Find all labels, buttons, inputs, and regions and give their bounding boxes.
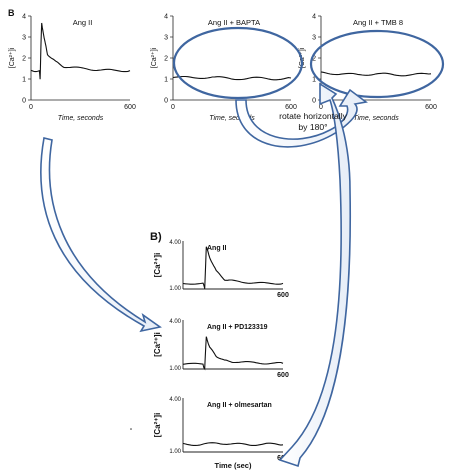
angii-to-pd123319-arrow [40, 137, 162, 333]
bottom-panel-2: 4.00 1.00 600 [Ca²⁺]i Ang II + PD123319 [153, 319, 289, 379]
y-tick-label: 0 [164, 98, 168, 105]
y-bottom-tick-label: 1.00 [169, 449, 181, 455]
trace-line [172, 75, 292, 81]
y-tick-label: 4 [312, 14, 316, 21]
bottom-panel-row: 4.00 1.00 600 [Ca²⁺]i Ang II 4.00 1.00 600 [Ca²⁺… [153, 240, 289, 470]
top-panel-letter: B [8, 8, 15, 18]
bapta-highlight-ellipse [172, 26, 304, 100]
y-tick-label: 2 [164, 56, 168, 63]
y-bottom-tick-label: 1.00 [169, 366, 181, 372]
y-axis-label: [Ca²⁺]i [153, 413, 162, 438]
y-top-tick-label: 4.00 [169, 319, 181, 325]
panel-title: Ang II + olmesartan [207, 402, 272, 409]
y-axis-label: [Ca²⁺]i [299, 47, 306, 68]
arrows-layer [40, 26, 445, 468]
y-top-tick-label: 4.00 [169, 240, 181, 246]
y-axis-label: [Ca²⁺]i [153, 253, 162, 278]
bottom-panel-letter: B) [150, 231, 162, 243]
panel-title: Ang II + PD123319 [207, 324, 268, 331]
panel-title: Ang II [207, 245, 226, 252]
y-tick-label: 0 [22, 98, 26, 105]
trace-line [182, 246, 284, 289]
y-axis-label: [Ca²⁺]i [9, 47, 16, 68]
y-tick-label: 2 [312, 56, 316, 63]
y-tick-label: 1 [312, 77, 316, 84]
y-tick-label: 0 [312, 98, 316, 105]
x-tick-label: 0 [171, 104, 175, 111]
tmb8-highlight-ellipse [309, 29, 445, 99]
x-tick-label: 600 [285, 104, 297, 111]
bottom-panel-1: 4.00 1.00 600 [Ca²⁺]i Ang II [153, 240, 289, 299]
y-bottom-tick-label: 1.00 [169, 286, 181, 292]
y-tick-label: 3 [164, 35, 168, 42]
y-top-tick-label: 4.00 [169, 397, 181, 403]
x-axis-label: Time, seconds [353, 115, 399, 122]
y-tick-label: 3 [312, 35, 316, 42]
y-tick-label: 1 [22, 77, 26, 84]
y-tick-label: 3 [22, 35, 26, 42]
x-tick-label: 600 [124, 104, 136, 111]
y-tick-label: 2 [22, 56, 26, 63]
x-tick-label: 600 [277, 372, 289, 379]
x-axis-label: Time (sec) [215, 461, 252, 470]
x-tick-label: 0 [319, 104, 323, 111]
panel-title: Ang II + TMB 8 [353, 18, 403, 27]
x-axis-label: Time, seconds [209, 115, 255, 122]
trace-line [182, 336, 284, 371]
x-tick-label: 600 [277, 292, 289, 299]
annotation-line-2: by 180° [298, 122, 327, 132]
stray-dot [130, 428, 132, 430]
panel-title: Ang II + BAPTA [208, 18, 260, 27]
trace-line [30, 22, 131, 80]
y-tick-label: 4 [22, 14, 26, 21]
trace-line [320, 71, 432, 77]
trace-line [182, 442, 284, 446]
y-tick-label: 4 [164, 14, 168, 21]
y-axis-label: [Ca²⁺]i [151, 47, 158, 68]
y-axis-label: [Ca²⁺]i [153, 332, 162, 357]
x-tick-label: 0 [29, 104, 33, 111]
panel-title: Ang II [73, 18, 93, 27]
bapta-to-tmb8-arrow [235, 88, 368, 148]
y-tick-label: 1 [164, 77, 168, 84]
olmesartan-to-tmb8-arrow [278, 82, 352, 468]
annotation-line-1: rotate horizontally [279, 111, 348, 121]
x-axis-label: Time, seconds [58, 115, 104, 122]
x-tick-label: 600 [425, 104, 437, 111]
